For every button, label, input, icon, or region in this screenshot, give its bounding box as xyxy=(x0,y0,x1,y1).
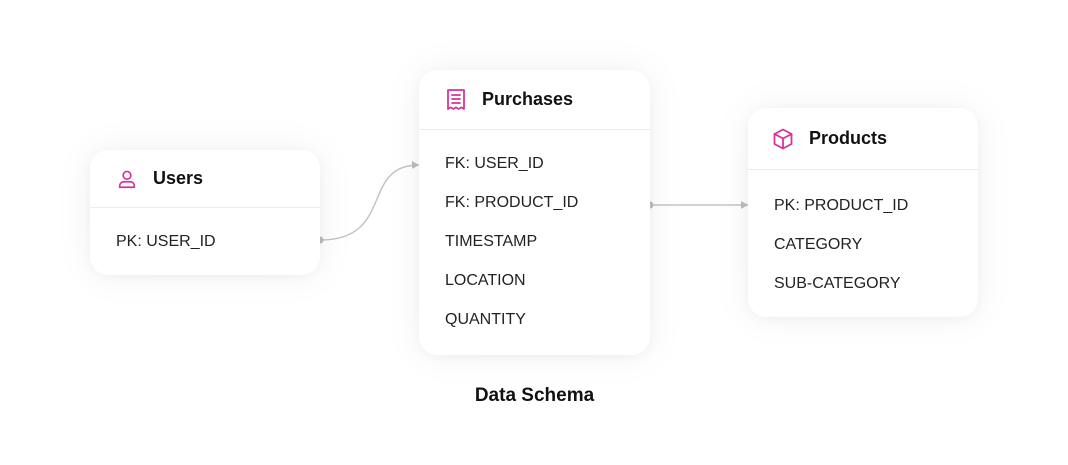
users-field-pk-user-id: PK: USER_ID xyxy=(116,233,216,250)
purchases-field-timestamp: TIMESTAMP xyxy=(445,233,538,250)
receipt-icon xyxy=(444,88,468,112)
user-icon xyxy=(115,167,139,191)
users-field-list: PK: USER_ID xyxy=(90,208,320,261)
products-field-list: PK: PRODUCT_ID CATEGORY SUB-CATEGORY xyxy=(748,170,978,303)
caption-container: Data Schema xyxy=(419,385,650,407)
diagram-caption: Data Schema xyxy=(474,385,595,406)
users-table-card[interactable]: Users PK: USER_ID xyxy=(90,150,320,275)
purchases-table-card[interactable]: Purchases FK: USER_ID FK: PRODUCT_ID TIM… xyxy=(419,70,650,355)
products-table-header: Products xyxy=(748,108,978,170)
purchases-field-list: FK: USER_ID FK: PRODUCT_ID TIMESTAMP LOC… xyxy=(419,130,650,339)
users-table-title: Users xyxy=(153,168,204,188)
users-connector-arrowhead xyxy=(412,161,419,169)
users-purchases-connector xyxy=(319,164,420,241)
products-table-title: Products xyxy=(809,128,888,148)
products-field-sub-category: SUB-CATEGORY xyxy=(774,275,901,292)
purchases-field-fk-product-id: FK: PRODUCT_ID xyxy=(445,194,579,211)
products-table-card[interactable]: Products PK: PRODUCT_ID CATEGORY SUB-CAT… xyxy=(748,108,978,317)
purchases-field-location: LOCATION xyxy=(445,272,526,289)
products-field-pk-product-id: PK: PRODUCT_ID xyxy=(774,197,909,214)
users-table-header: Users xyxy=(90,150,320,208)
purchases-field-fk-user-id: FK: USER_ID xyxy=(445,155,544,172)
cube-icon xyxy=(771,127,795,151)
purchases-table-title: Purchases xyxy=(482,89,574,109)
products-field-category: CATEGORY xyxy=(774,236,863,253)
purchases-table-header: Purchases xyxy=(419,70,650,130)
purchases-field-quantity: QUANTITY xyxy=(445,311,526,328)
products-connector-arrowhead xyxy=(741,201,748,209)
